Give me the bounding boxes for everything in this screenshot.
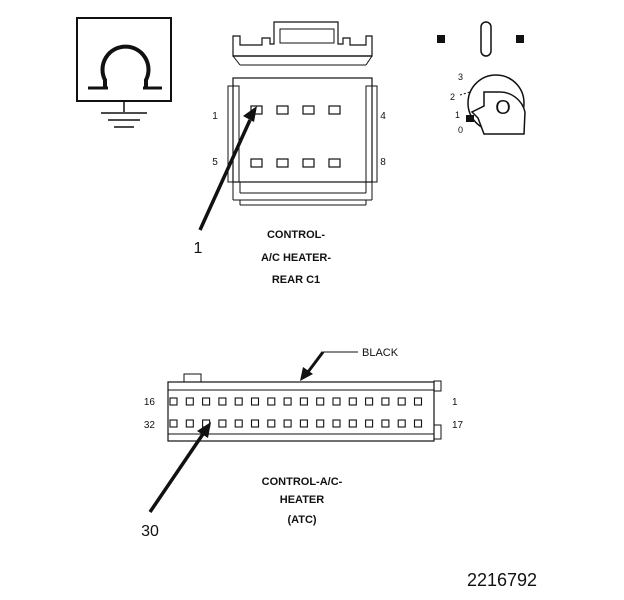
pin-cavity xyxy=(218,419,227,428)
atc-connector xyxy=(167,373,442,442)
pin-cavity xyxy=(267,419,276,428)
callout-arrow-1 xyxy=(198,106,257,231)
pin-label-16: 16 xyxy=(144,397,156,408)
pin-cavity xyxy=(169,397,178,406)
key-position-1: 1 xyxy=(455,110,460,120)
pin-label-17: 17 xyxy=(452,420,464,431)
pin-cavity xyxy=(185,419,194,428)
callout-number-1: 1 xyxy=(194,240,203,257)
callout-arrow-30 xyxy=(148,422,211,513)
pin-label-1-atc: 1 xyxy=(452,397,458,408)
pin-cavity xyxy=(381,397,390,406)
pin-cavity xyxy=(348,419,357,428)
key-letter: O xyxy=(495,97,511,119)
color-label: BLACK xyxy=(362,347,399,359)
pin-cavity xyxy=(218,397,227,406)
pin-label-4: 4 xyxy=(380,111,386,122)
pin-cavity xyxy=(169,419,178,428)
key-position-2: 2 xyxy=(450,92,455,102)
pin-cavities-top-row xyxy=(169,397,423,406)
pin-label-1: 1 xyxy=(212,111,218,122)
callout-number-30: 30 xyxy=(141,523,159,540)
connector-title-line3: REAR C1 xyxy=(272,274,320,286)
connector-title-line1: CONTROL- xyxy=(267,229,325,241)
rear-c1-connector xyxy=(227,21,378,206)
pin-cavity xyxy=(299,419,308,428)
pin-cavity xyxy=(397,419,406,428)
pin-cavity xyxy=(413,397,423,406)
figure-number: 2216792 xyxy=(467,570,537,590)
pin-label-8: 8 xyxy=(380,157,386,168)
pin-cavity xyxy=(299,397,308,406)
pin-cavity xyxy=(250,397,260,406)
ignition-key-icon xyxy=(437,21,526,135)
pin-cavities-bottom-row xyxy=(250,158,341,168)
key-position-3: 3 xyxy=(458,72,463,82)
key-position-0: 0 xyxy=(458,125,463,135)
atc-title-line1: CONTROL-A/C- xyxy=(262,476,343,488)
pin-cavity xyxy=(365,397,374,406)
pin-cavities-bottom-row xyxy=(169,419,423,428)
pin-cavity xyxy=(365,419,374,428)
atc-title-line2: HEATER xyxy=(280,494,324,506)
pin-cavity xyxy=(397,397,406,406)
pin-cavity xyxy=(332,397,341,406)
pin-cavity xyxy=(234,397,243,406)
connector-title-line2: A/C HEATER- xyxy=(261,252,331,264)
pin-cavity xyxy=(234,419,243,428)
pin-label-5: 5 xyxy=(212,157,218,168)
pin-cavity xyxy=(250,419,260,428)
pin-cavity xyxy=(348,397,357,406)
pin-cavity xyxy=(202,397,211,406)
pin-cavity xyxy=(185,397,194,406)
atc-title-line3: (ATC) xyxy=(287,514,316,526)
pin-cavities-top-row xyxy=(250,105,341,115)
pin-cavity xyxy=(283,397,292,406)
pin-cavity xyxy=(332,419,341,428)
pin-cavity xyxy=(267,397,276,406)
pin-cavity xyxy=(381,419,390,428)
pin-cavity xyxy=(316,419,325,428)
color-label-arrow xyxy=(300,351,358,381)
pin-cavity xyxy=(413,419,423,428)
pin-label-32: 32 xyxy=(144,420,156,431)
pin-cavity xyxy=(316,397,325,406)
ground-symbol-icon xyxy=(76,17,172,128)
pin-cavity xyxy=(283,419,292,428)
